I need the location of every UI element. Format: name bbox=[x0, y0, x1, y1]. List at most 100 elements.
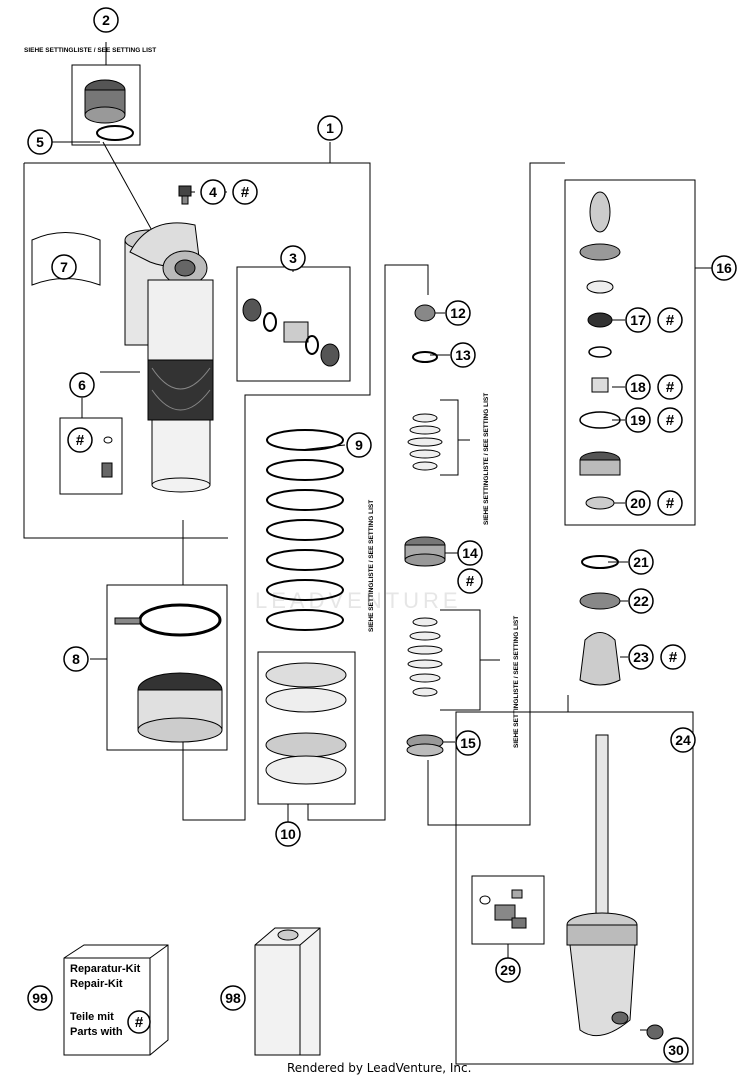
repair-kit-line4: Parts with bbox=[70, 1026, 123, 1038]
callout-29: 29 bbox=[500, 962, 516, 978]
hash-20: # bbox=[666, 495, 675, 512]
callout-circle-29 bbox=[495, 957, 521, 983]
callout-circle-23 bbox=[628, 644, 654, 670]
hash-circle-99 bbox=[127, 1010, 151, 1034]
repair-kit-hash: # bbox=[135, 1014, 144, 1031]
valve-part bbox=[101, 436, 113, 478]
callout-15: 15 bbox=[460, 735, 476, 751]
callout-16: 16 bbox=[716, 260, 732, 276]
callout-98: 98 bbox=[225, 990, 241, 1006]
callout-9: 9 bbox=[355, 437, 363, 453]
setting-list-note-spring: SIEHE SETTINGLISTE / SEE SETTING LIST bbox=[368, 500, 375, 632]
callout-circle-5 bbox=[27, 129, 53, 155]
callout-circle-99 bbox=[27, 985, 53, 1011]
hash-14: # bbox=[466, 573, 475, 590]
piston-rod-part bbox=[566, 734, 664, 1040]
callout-circle-6 bbox=[69, 372, 95, 398]
callout-circle-13 bbox=[450, 342, 476, 368]
oil-can-part bbox=[254, 927, 321, 1056]
callout-99: 99 bbox=[32, 990, 48, 1006]
callout-circle-24 bbox=[670, 727, 696, 753]
hash-circle-20 bbox=[657, 490, 683, 516]
washer-part bbox=[406, 734, 444, 757]
callout-circle-14 bbox=[457, 540, 483, 566]
callout-5: 5 bbox=[36, 134, 44, 150]
callout-21: 21 bbox=[633, 554, 649, 570]
callout-circle-4 bbox=[200, 179, 226, 205]
assembly-frames bbox=[23, 42, 712, 1065]
callout-18: 18 bbox=[630, 379, 646, 395]
callout-circle-98 bbox=[220, 985, 246, 1011]
repair-kit-line3: Teile mit bbox=[70, 1011, 114, 1023]
callout-circle-30 bbox=[663, 1037, 689, 1063]
hash-circle-17 bbox=[657, 307, 683, 333]
callout-12: 12 bbox=[450, 305, 466, 321]
shock-absorber-body-part bbox=[124, 222, 214, 493]
callout-circle-7 bbox=[51, 254, 77, 280]
callout-14: 14 bbox=[462, 545, 478, 561]
callout-circle-12 bbox=[445, 300, 471, 326]
hash-circle-18 bbox=[657, 374, 683, 400]
callout-circle-22 bbox=[628, 588, 654, 614]
bump-rubber-parts bbox=[579, 555, 621, 686]
callout-circle-18 bbox=[625, 374, 651, 400]
reservoir-cap-part bbox=[84, 79, 134, 141]
callout-circle-15 bbox=[455, 730, 481, 756]
callout-3: 3 bbox=[289, 250, 297, 266]
callout-2: 2 bbox=[102, 12, 110, 28]
hash-circle-23 bbox=[660, 644, 686, 670]
callout-30: 30 bbox=[668, 1042, 684, 1058]
setting-list-note-shims-a: SIEHE SETTINGLISTE / SEE SETTING LIST bbox=[483, 393, 490, 525]
hash-circle-6 bbox=[67, 427, 93, 453]
hash-17: # bbox=[666, 312, 675, 329]
callout-circle-19 bbox=[625, 407, 651, 433]
callout-circle-9 bbox=[346, 432, 372, 458]
callout-22: 22 bbox=[633, 593, 649, 609]
callout-17: 17 bbox=[630, 312, 646, 328]
seal-head-parts bbox=[579, 191, 621, 510]
callout-circle-17 bbox=[625, 307, 651, 333]
spring-retainer-part bbox=[265, 662, 347, 785]
hash-circle-19 bbox=[657, 407, 683, 433]
hash-circle-4 bbox=[232, 179, 258, 205]
bleed-screw-part bbox=[178, 185, 192, 205]
setting-list-note-top: SIEHE SETTINGLISTE / SEE SETTING LIST bbox=[24, 47, 156, 54]
hash-6: # bbox=[76, 432, 85, 449]
callout-circle-3 bbox=[280, 245, 306, 271]
hash-19: # bbox=[666, 412, 675, 429]
piston-part bbox=[404, 536, 446, 567]
callout-20: 20 bbox=[630, 495, 646, 511]
piston-nut-part bbox=[412, 304, 438, 363]
callout-8: 8 bbox=[72, 651, 80, 667]
compression-valve-part bbox=[479, 889, 527, 929]
callout-circle-1 bbox=[317, 115, 343, 141]
repair-kit-line2: Repair-Kit bbox=[70, 978, 123, 990]
callout-circle-20 bbox=[625, 490, 651, 516]
repair-kit-label: Reparatur-Kit Repair-Kit Teile mit Parts… bbox=[70, 963, 144, 1038]
footer-credit: Rendered by LeadVenture, Inc. bbox=[287, 1061, 471, 1075]
callout-19: 19 bbox=[630, 412, 646, 428]
hash-circle-14 bbox=[457, 568, 483, 594]
hash-18: # bbox=[666, 379, 675, 396]
adjusting-ring-part bbox=[114, 603, 223, 743]
callout-6: 6 bbox=[78, 377, 86, 393]
callout-circle-21 bbox=[628, 549, 654, 575]
callout-1: 1 bbox=[326, 120, 334, 136]
spring-part bbox=[266, 429, 344, 631]
bearing-kit-part bbox=[242, 298, 340, 367]
setting-list-note-shims-b: SIEHE SETTINGLISTE / SEE SETTING LIST bbox=[513, 616, 520, 748]
callout-4: 4 bbox=[209, 184, 217, 200]
callout-13: 13 bbox=[455, 347, 471, 363]
watermark: LEADVENTURE bbox=[255, 588, 462, 613]
hash-4: # bbox=[241, 184, 250, 201]
callout-circle-16 bbox=[711, 255, 737, 281]
shim-stack-part bbox=[407, 413, 443, 697]
callout-23: 23 bbox=[633, 649, 649, 665]
callout-circle-2 bbox=[93, 7, 119, 33]
hash-23: # bbox=[669, 649, 678, 666]
callout-24: 24 bbox=[675, 732, 691, 748]
repair-kit-box bbox=[63, 944, 169, 1056]
callout-7: 7 bbox=[60, 259, 68, 275]
callout-circle-10 bbox=[275, 821, 301, 847]
